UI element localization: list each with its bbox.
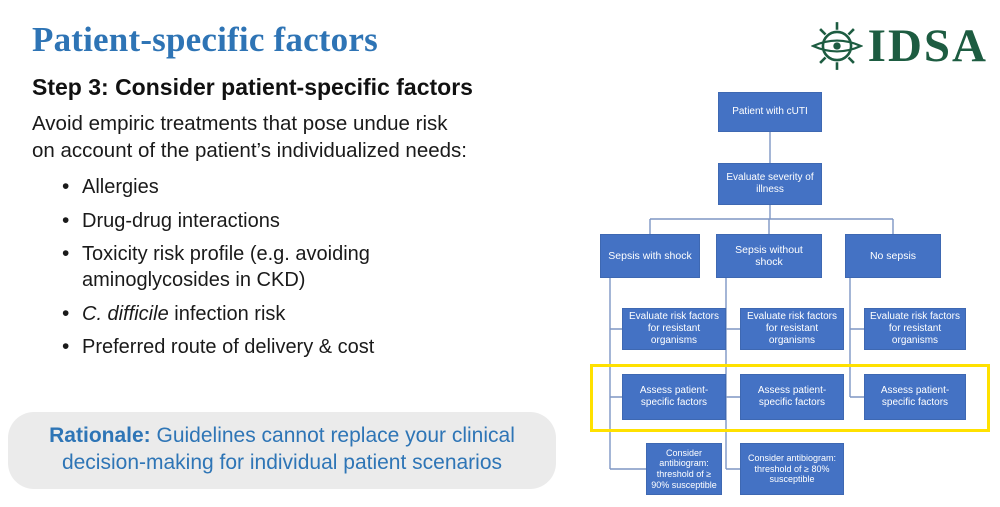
bullet-item: Toxicity risk profile (e.g. avoiding ami… xyxy=(60,240,432,294)
idsa-starburst-icon xyxy=(810,22,863,70)
bullet-item: Allergies xyxy=(60,173,432,201)
flowchart-node-risk-factors-1: Evaluate risk factors for resistant orga… xyxy=(622,308,726,350)
idsa-logo-text: IDSA xyxy=(867,19,988,72)
flowchart: Patient with cUTI Evaluate severity of i… xyxy=(578,85,992,500)
bullet-text: infection risk xyxy=(168,302,286,325)
bullet-list: Allergies Drug-drug interactions Toxicit… xyxy=(60,173,460,361)
flowchart-node-sepsis-with-shock: Sepsis with shock xyxy=(600,234,700,278)
slide-title: Patient-specific factors xyxy=(32,20,378,59)
rationale-text: Guidelines cannot replace your clinical … xyxy=(61,424,515,475)
flowchart-connectors xyxy=(609,132,894,470)
bullet-item: Drug-drug interactions xyxy=(60,207,432,235)
bullet-italic: C. difficile xyxy=(82,302,169,325)
flowchart-node-risk-factors-2: Evaluate risk factors for resistant orga… xyxy=(740,308,844,350)
flowchart-node-assess-factors-3: Assess patient-specific factors xyxy=(864,374,966,420)
intro-line-1: Avoid empiric treatments that pose undue… xyxy=(32,112,448,135)
flowchart-node-evaluate-severity: Evaluate severity of illness xyxy=(718,163,822,205)
flowchart-node-antibiogram-90: Consider antibiogram: threshold of ≥ 90%… xyxy=(646,443,722,495)
left-column: Patient-specific factors Step 3: Conside… xyxy=(32,20,577,368)
rationale-box: Rationale: Guidelines cannot replace you… xyxy=(8,412,556,489)
idsa-logo: IDSA xyxy=(810,19,988,72)
intro-text: Avoid empiric treatments that pose undue… xyxy=(32,111,577,164)
step-heading: Step 3: Consider patient-specific factor… xyxy=(32,74,473,100)
bullet-text: Drug-drug interactions xyxy=(82,209,280,232)
bullet-item: Preferred route of delivery & cost xyxy=(60,333,432,361)
flowchart-node-assess-factors-1: Assess patient-specific factors xyxy=(622,374,726,420)
intro-line-2: on account of the patient’s individualiz… xyxy=(32,138,467,162)
rationale-label: Rationale: xyxy=(49,424,151,447)
bullet-text: Preferred route of delivery & cost xyxy=(82,336,375,359)
flowchart-node-sepsis-without-shock: Sepsis without shock xyxy=(716,234,822,278)
flowchart-node-assess-factors-2: Assess patient-specific factors xyxy=(740,374,844,420)
bullet-text: Allergies xyxy=(82,176,159,199)
flowchart-node-antibiogram-80: Consider antibiogram: threshold of ≥ 80%… xyxy=(740,443,844,495)
bullet-item: C. difficile infection risk xyxy=(60,300,432,328)
flowchart-node-no-sepsis: No sepsis xyxy=(845,234,941,278)
flowchart-node-risk-factors-3: Evaluate risk factors for resistant orga… xyxy=(864,308,966,350)
bullet-text: Toxicity risk profile (e.g. avoiding ami… xyxy=(82,243,370,292)
flowchart-node-patient-cuti: Patient with cUTI xyxy=(718,92,822,132)
